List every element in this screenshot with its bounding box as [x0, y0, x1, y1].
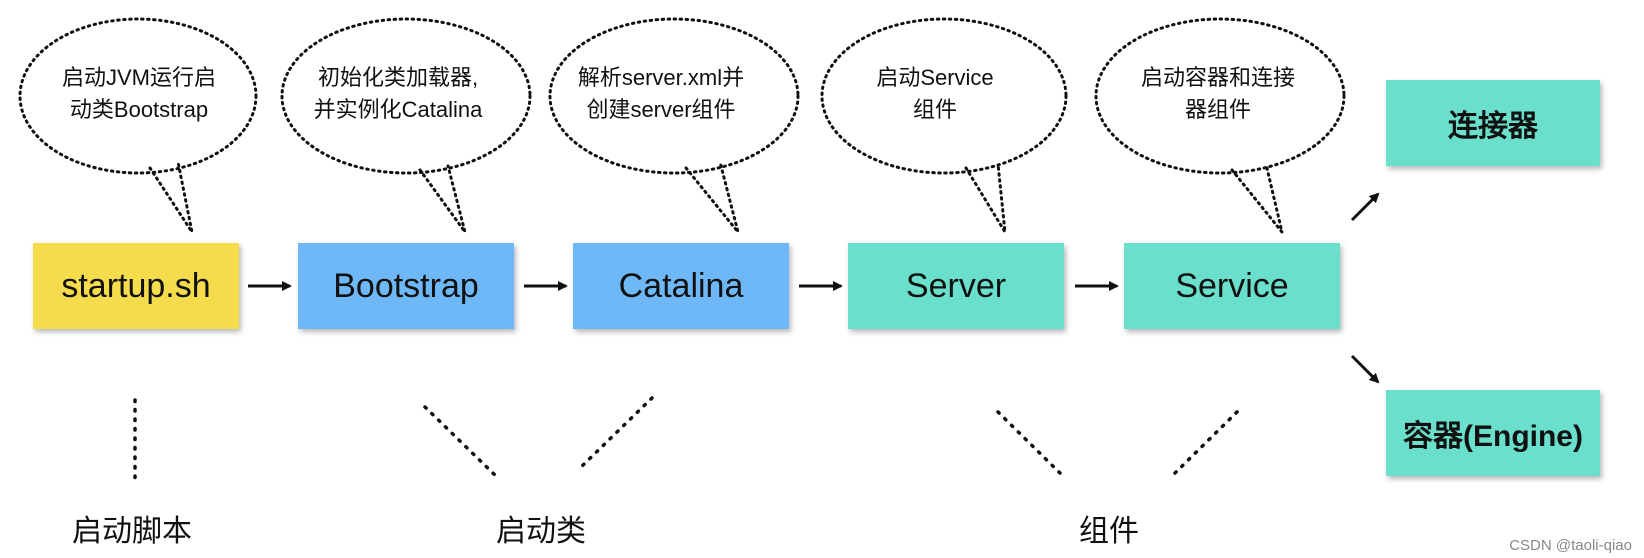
bubble-startup-line1: 启动JVM运行启 [61, 65, 216, 90]
bubble-catalina-line1: 解析server.xml并 [577, 65, 745, 90]
box-service[interactable]: Service [1124, 243, 1340, 329]
speech-bubble-4 [1094, 17, 1346, 175]
box-catalina[interactable]: Catalina [573, 243, 789, 329]
bubble-bootstrap-line2: 并实例化Catalina [313, 97, 483, 122]
bubble-server-line1: 启动Service [876, 65, 994, 90]
speech-bubble-tail-4 [1230, 162, 1284, 233]
box-server[interactable]: Server [848, 243, 1064, 329]
arrow-to-connector [1350, 192, 1380, 222]
watermark: CSDN @taoli-qiao [1509, 537, 1632, 554]
speech-bubble-tail-1 [418, 164, 467, 233]
bubble-server-text: 启动Service 组件 [835, 62, 1035, 126]
bubble-bootstrap-line1: 初始化类加载器, [317, 65, 479, 90]
speech-bubble-1 [280, 17, 532, 175]
speech-bubble-0 [18, 17, 258, 175]
speech-bubble-tail-0 [148, 160, 194, 233]
group-label-component: 组件 [1079, 515, 1139, 548]
box-container[interactable]: 容器(Engine) [1386, 390, 1600, 476]
bubble-server-line2: 组件 [912, 97, 957, 122]
speech-bubble-tail-3 [964, 162, 1007, 233]
bubble-catalina-line2: 创建server组件 [586, 97, 736, 122]
box-connector[interactable]: 连接器 [1386, 80, 1600, 166]
speech-bubble-tail-2 [684, 160, 740, 233]
bubble-startup-line2: 动类Bootstrap [69, 97, 209, 122]
bubble-service-text: 启动容器和连接 器组件 [1108, 62, 1328, 126]
bubble-catalina-text: 解析server.xml并 创建server组件 [551, 62, 771, 126]
bubble-service-line1: 启动容器和连接 [1140, 65, 1295, 90]
group-label-script: 启动脚本 [72, 515, 192, 548]
dotted-line-class-left [423, 405, 500, 480]
bubble-bootstrap-text: 初始化类加载器, 并实例化Catalina [288, 62, 508, 126]
bubble-startup-text: 启动JVM运行启 动类Bootstrap [34, 62, 244, 126]
dotted-line-component-left [996, 410, 1065, 478]
speech-bubble-2 [548, 17, 800, 175]
box-startup[interactable]: startup.sh [33, 243, 239, 329]
dotted-line-component-right [1170, 410, 1239, 478]
dotted-line-class-right [576, 396, 654, 472]
bubble-service-line2: 器组件 [1184, 97, 1251, 122]
speech-bubble-3 [820, 17, 1068, 175]
box-bootstrap[interactable]: Bootstrap [298, 243, 514, 329]
arrow-to-container [1350, 354, 1380, 384]
group-label-class: 启动类 [496, 515, 586, 548]
